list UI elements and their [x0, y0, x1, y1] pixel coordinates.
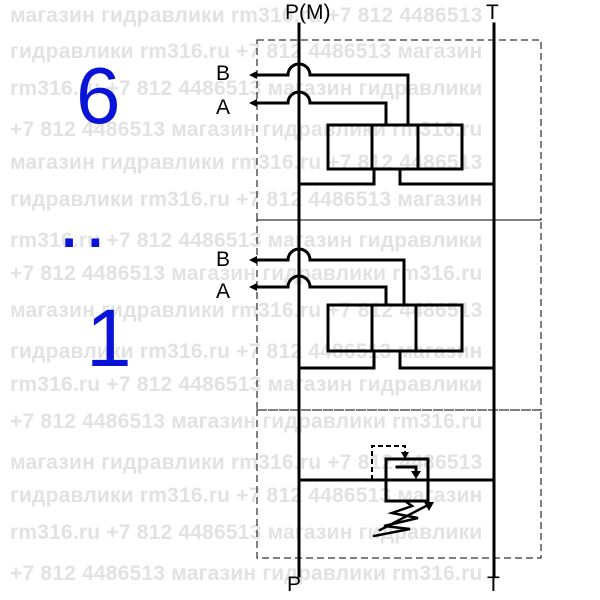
tank-return-upper: [398, 167, 496, 186]
frame-section-middle: [256, 219, 542, 411]
upper-section: [249, 62, 496, 186]
section-count-min: 1: [86, 293, 132, 384]
label-lower-b: B: [216, 248, 231, 271]
port-a-line-upper: [254, 90, 388, 127]
watermark-line: гидравлики rm316.ru +7 812 4486513 магаз…: [10, 484, 483, 507]
arrow-b-upper: [249, 71, 257, 79]
label-bottom-t: T: [487, 573, 500, 596]
watermark-line: rm316.ru +7 812 4486513 магазин гидравли…: [10, 373, 483, 396]
relief-valve-section: [297, 445, 496, 538]
watermark-line: магазин гидравлики rm316.ru +7 812 44865…: [10, 4, 483, 27]
watermark-line: rm316.ru +7 812 4486513 магазин гидравли…: [10, 77, 483, 100]
watermark-line: +7 812 4486513 магазин гидравлики rm316.…: [10, 410, 483, 433]
spool-box-right-lower: [414, 303, 464, 353]
pressure-feed-upper: [297, 167, 376, 186]
watermark-line: +7 812 4486513 магазин гидравлики rm316.…: [10, 562, 483, 585]
pressure-feed-lower: [297, 349, 376, 370]
watermark-line: гидравлики rm316.ru +7 812 4486513 магаз…: [10, 188, 483, 211]
watermark-line: rm316.ru +7 812 4486513 магазин гидравли…: [10, 521, 483, 544]
label-top-p: P(M): [285, 1, 331, 24]
spool-box-left-upper: [326, 123, 374, 171]
pilot-line-dashed: [371, 445, 406, 480]
middle-section: [249, 247, 496, 370]
arrow-b-lower: [249, 256, 257, 264]
watermark-line: гидравлики rm316.ru +7 812 4486513 магаз…: [10, 40, 483, 63]
port-a-line-lower: [254, 274, 388, 307]
frame-section-upper: [256, 39, 542, 221]
label-bottom-p: P: [287, 573, 302, 596]
adjust-arrow-line: [378, 503, 430, 532]
spool-box-center-lower: [370, 303, 418, 353]
label-upper-a: A: [216, 96, 231, 119]
arrow-a-lower: [249, 283, 257, 291]
relief-arrow-head: [411, 471, 421, 479]
section-count-max: 6: [76, 51, 121, 140]
section-frames: [256, 39, 542, 559]
watermark-line: гидравлики rm316.ru +7 812 4486513 магаз…: [10, 340, 483, 363]
label-top-t: T: [486, 1, 499, 24]
spool-box-left-lower: [326, 303, 374, 353]
pilot-arrow-head: [401, 452, 409, 459]
section-count-dots: ..: [58, 175, 111, 264]
spring-adjuster: [372, 499, 419, 538]
watermark-line: магазин гидравлики rm316.ru +7 812 44865…: [10, 451, 483, 474]
tank-return-lower: [398, 349, 496, 370]
port-b-line-upper: [254, 62, 410, 127]
label-lower-a: A: [216, 280, 231, 303]
spool-box-right-upper: [416, 123, 464, 171]
adjust-arrow-head: [424, 502, 434, 511]
watermark-line: +7 812 4486513 магазин гидравлики rm316.…: [10, 262, 483, 285]
watermark-line: rm316.ru +7 812 4486513 магазин гидравли…: [10, 229, 483, 252]
frame-section-bottom: [256, 409, 542, 559]
label-upper-b: B: [216, 62, 231, 85]
spool-box-center-upper: [370, 123, 420, 171]
port-b-line-lower: [254, 247, 406, 307]
arrow-a-upper: [249, 99, 257, 107]
